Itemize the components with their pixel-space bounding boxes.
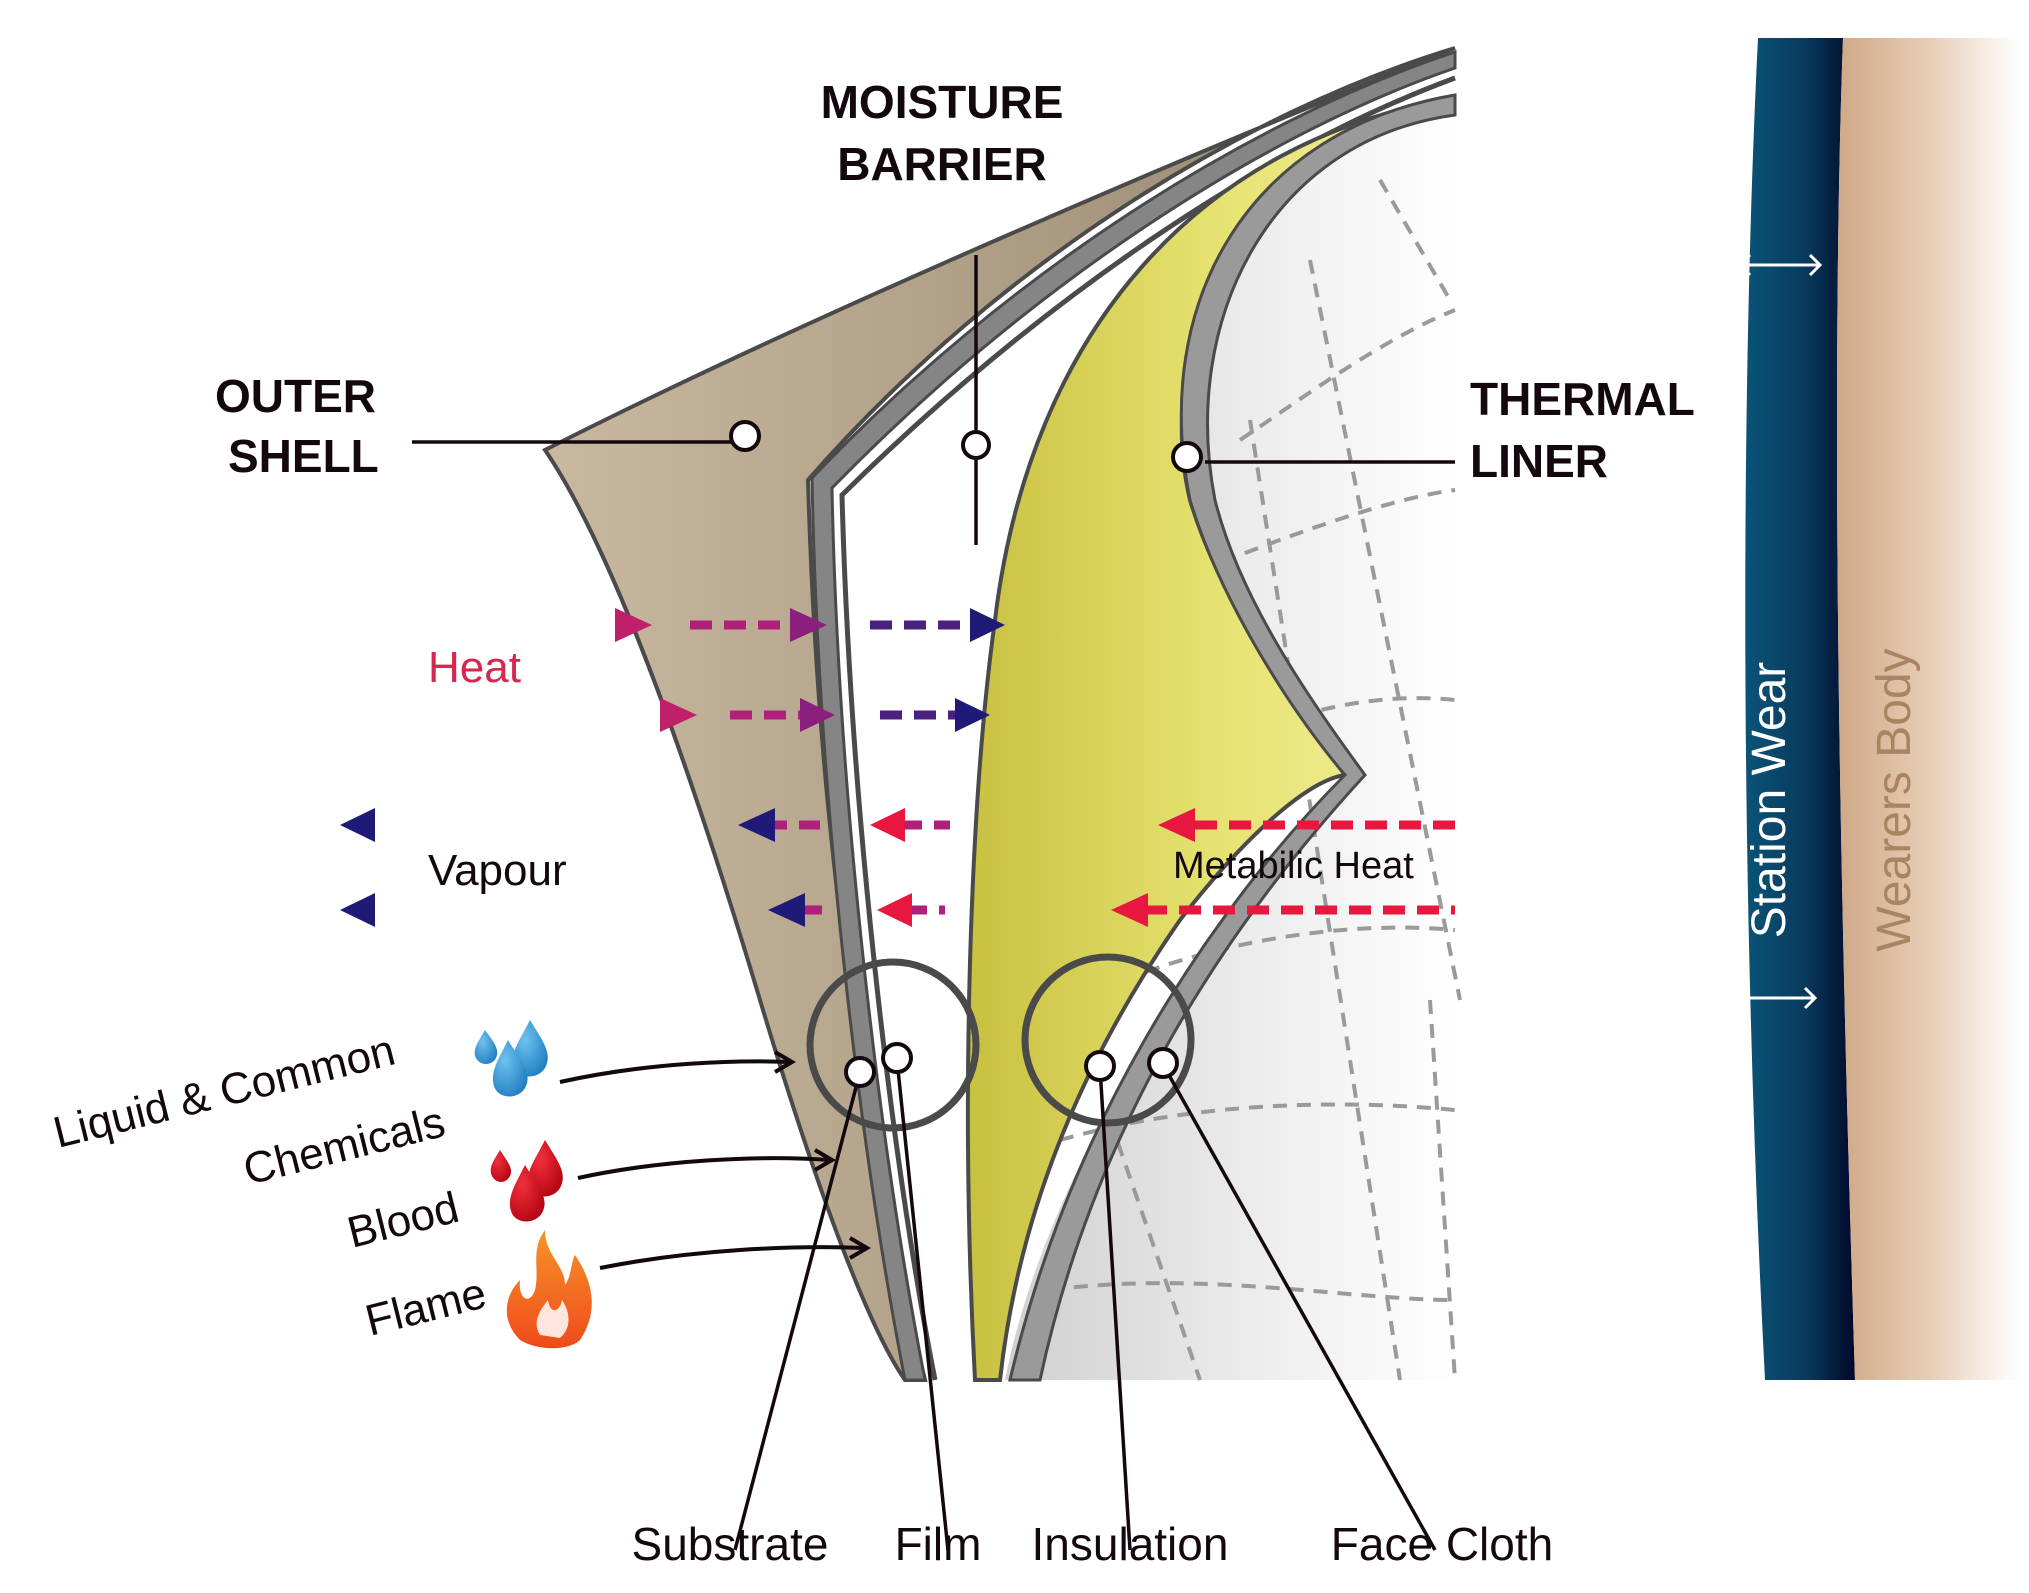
heat-label: Heat bbox=[428, 643, 521, 692]
moisture-barrier-title-2: BARRIER bbox=[837, 138, 1047, 190]
moisture-barrier-title-1: MOISTURE bbox=[821, 76, 1064, 128]
gap-arrow-lower bbox=[1732, 986, 1818, 1010]
liquid-label-2: Chemicals bbox=[239, 1097, 450, 1194]
heat-arrowheads bbox=[615, 608, 1005, 732]
leader-lines bbox=[412, 255, 1455, 1551]
thermal-liner-title-2: LINER bbox=[1470, 435, 1608, 487]
vapour-arrowheads bbox=[340, 808, 912, 927]
station-wear-band bbox=[1745, 38, 1855, 1380]
liquid-drops-icon bbox=[474, 1020, 548, 1097]
outer-shell-marker bbox=[729, 420, 761, 452]
film-marker bbox=[881, 1042, 913, 1074]
wearers-body-band bbox=[1836, 38, 2020, 1380]
outer-shell-layer bbox=[542, 46, 1456, 1382]
wearers-body-label: Wearers Body bbox=[1868, 648, 1921, 951]
substrate-marker bbox=[844, 1056, 876, 1088]
moisture-barrier-marker bbox=[961, 430, 991, 460]
heat-arrows bbox=[340, 620, 970, 720]
blood-drops-icon bbox=[490, 1140, 563, 1222]
hazard-arrows bbox=[559, 1050, 871, 1270]
face-cloth-layer bbox=[1008, 93, 1457, 1382]
flame-icon bbox=[506, 1230, 592, 1349]
substrate-layer bbox=[810, 49, 1457, 1382]
flame-label: Flame bbox=[361, 1269, 491, 1346]
metabolic-heat-label: Metabilic Heat bbox=[1173, 845, 1414, 887]
thermal-liner-title-1: THERMAL bbox=[1470, 373, 1695, 425]
face-cloth-region bbox=[1005, 95, 1455, 1380]
blood-label: Blood bbox=[343, 1183, 464, 1258]
face-cloth-marker bbox=[1147, 1047, 1179, 1079]
metabolic-heat-arrows bbox=[1145, 820, 1455, 915]
vapour-label: Vapour bbox=[428, 846, 567, 895]
substrate-label: Substrate bbox=[632, 1518, 829, 1570]
outer-shell-title-2: SHELL bbox=[228, 430, 379, 482]
metabolic-heat-arrowheads bbox=[1111, 808, 1195, 927]
station-wear-label: Station Wear bbox=[1743, 662, 1796, 939]
barrier-detail-circle bbox=[806, 958, 980, 1132]
outer-shell-title-1: OUTER bbox=[215, 370, 376, 422]
film-label: Film bbox=[895, 1518, 982, 1570]
insulation-marker bbox=[1084, 1050, 1116, 1082]
face-cloth-label: Face Cloth bbox=[1331, 1518, 1553, 1570]
insulation-label: Insulation bbox=[1032, 1518, 1229, 1570]
thermal-liner-marker bbox=[1171, 441, 1203, 473]
liner-detail-circle bbox=[1021, 953, 1195, 1127]
gap-arrow-upper bbox=[1737, 253, 1823, 277]
